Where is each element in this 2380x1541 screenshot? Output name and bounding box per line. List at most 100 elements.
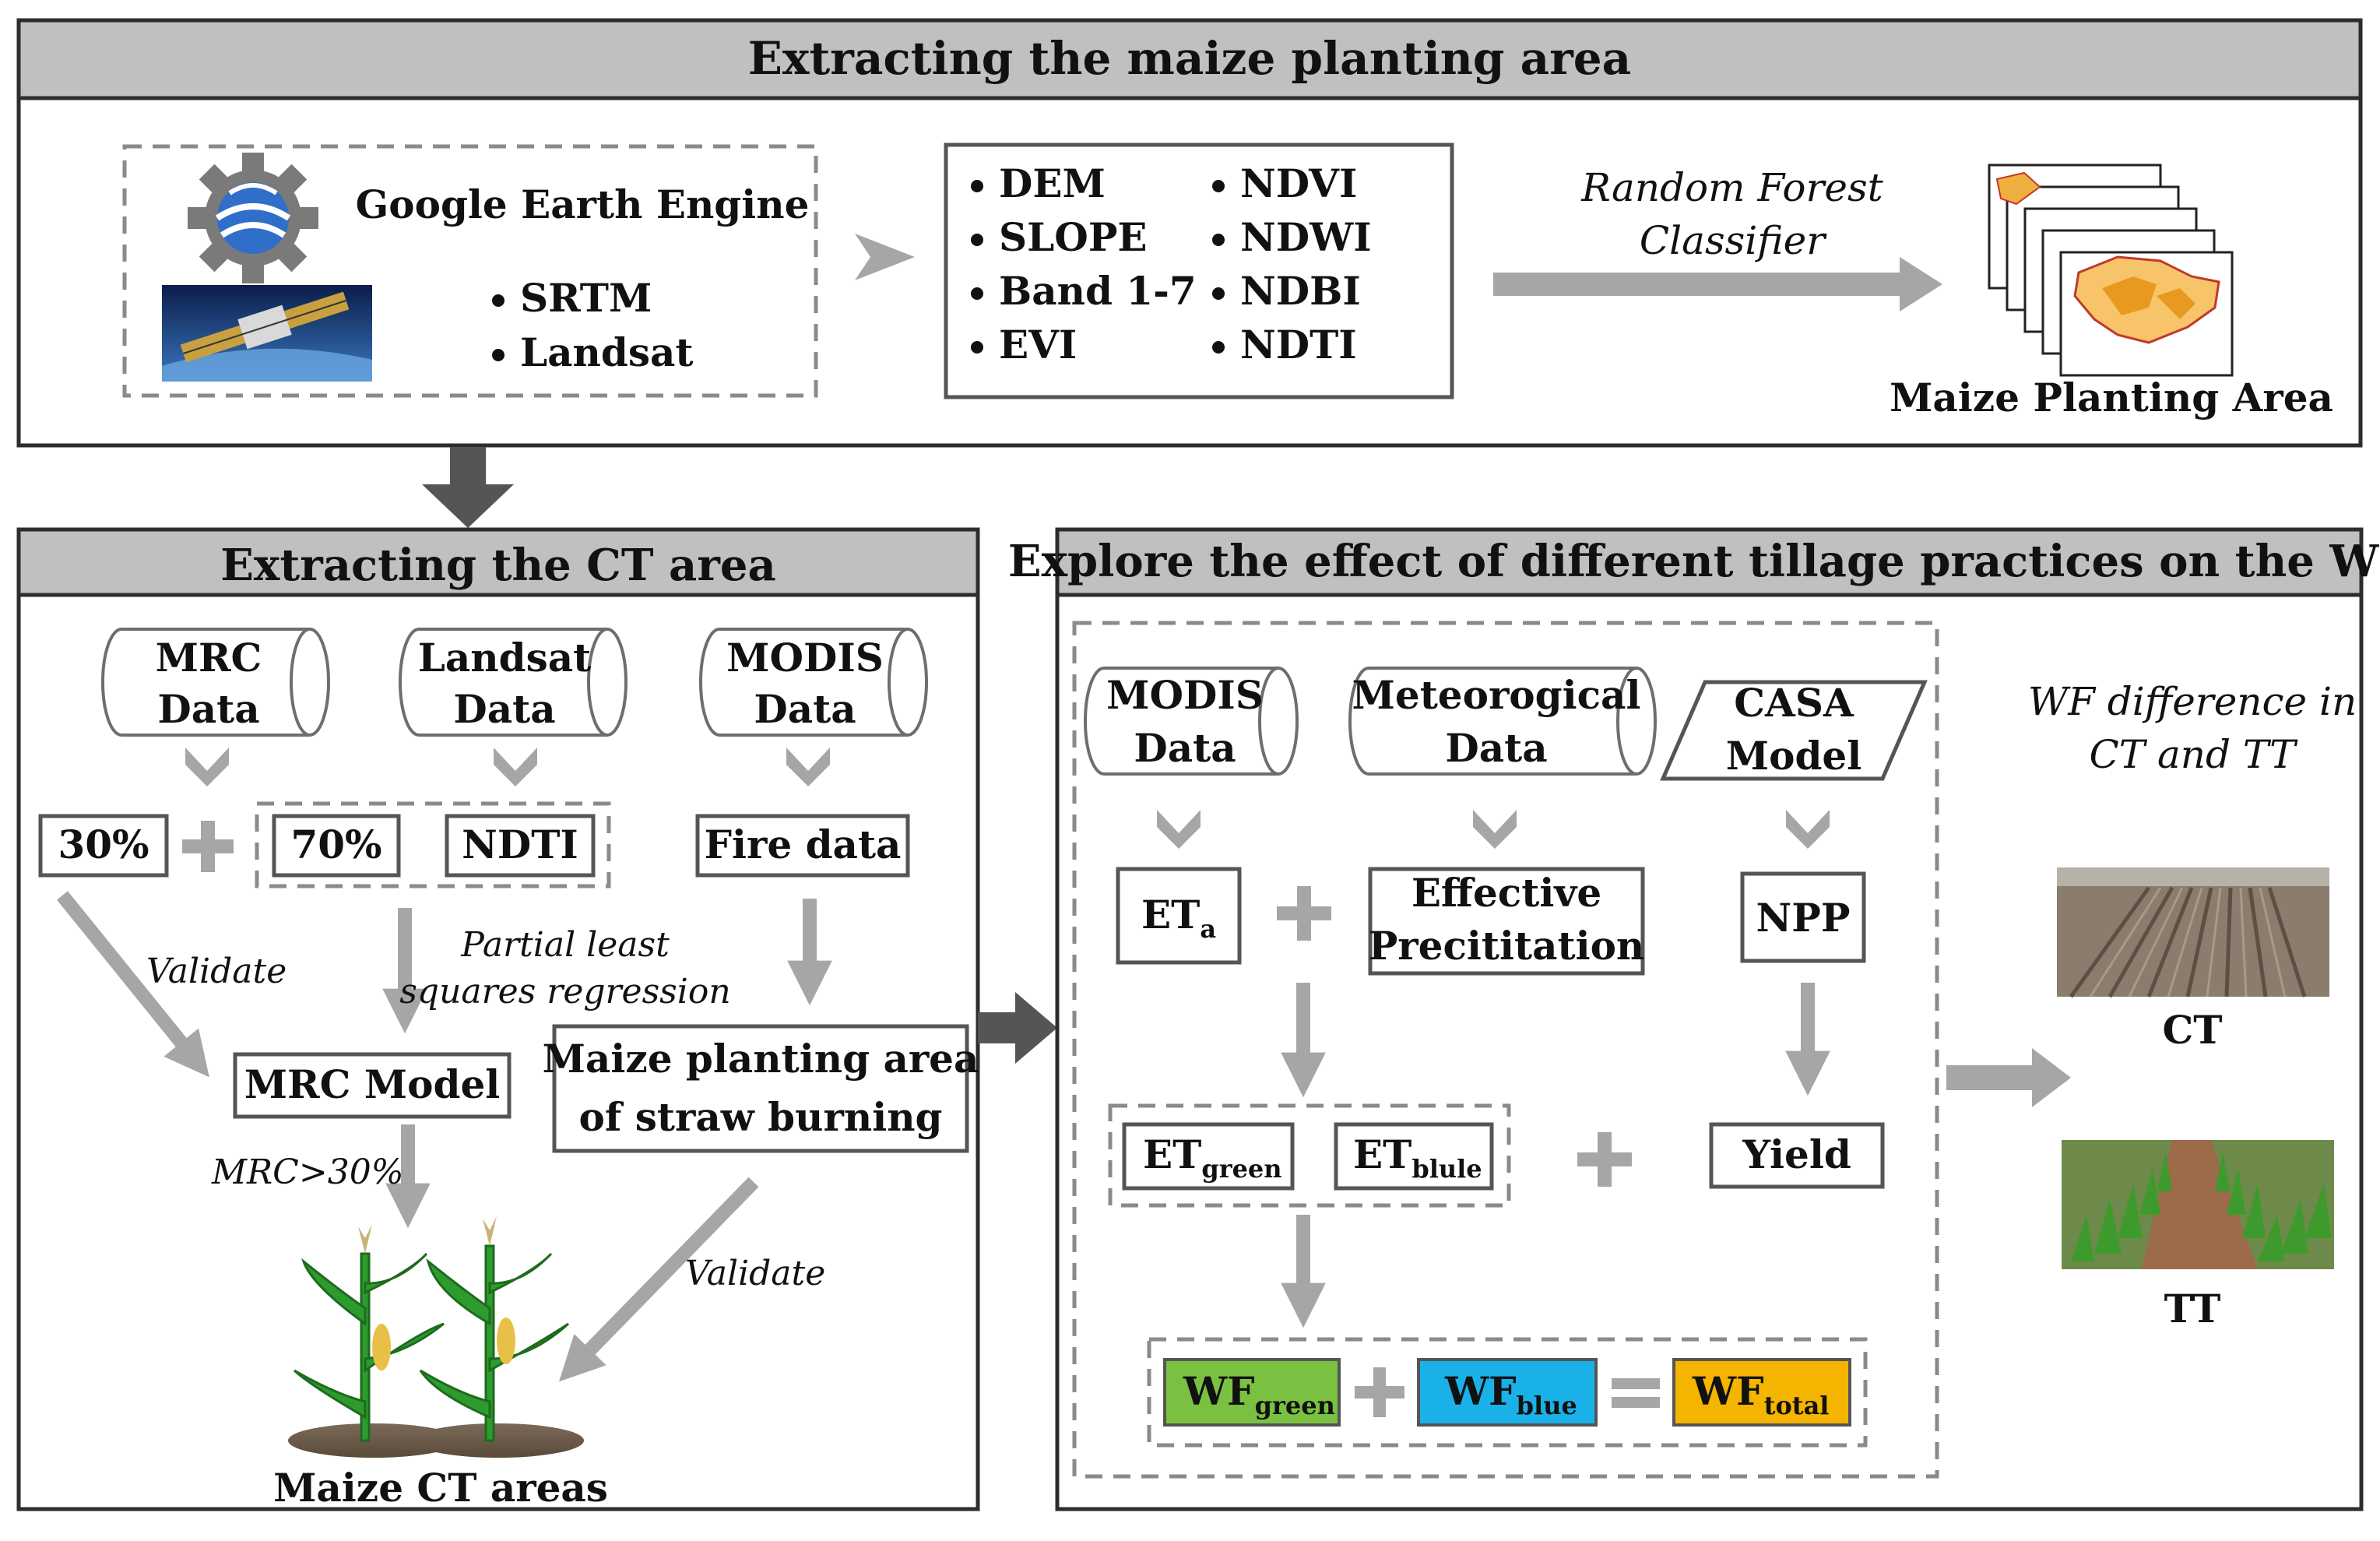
maize-plant-icon <box>288 1216 584 1458</box>
wf-green-box: WFgreen <box>1163 1358 1341 1427</box>
feature-dem: DEM <box>999 160 1106 206</box>
modis-data-label-1: MODIS <box>726 635 884 681</box>
panel-title-wf-effect: Explore the effect of different tillage … <box>1008 536 2380 587</box>
landsat-group <box>255 801 611 888</box>
feature-ndwi: NDWI <box>1240 214 1372 260</box>
plus-icon <box>1355 1367 1404 1417</box>
tt-field-photo <box>2062 1140 2334 1269</box>
mrc-30-percent: 30% <box>38 814 169 878</box>
panel-title-maize-area: Extracting the maize planting area <box>748 32 1632 85</box>
tt-photo-label: TT <box>2164 1286 2221 1332</box>
straw-burning-line1: Maize planting area <box>543 1036 979 1082</box>
pct70-label: 70% <box>290 822 381 867</box>
npp-label: NPP <box>1756 895 1851 941</box>
validate-right-label: Validate <box>685 1254 825 1293</box>
classifier-label-line2: Classifier <box>1640 218 1827 263</box>
et-green-label: ETgreen <box>1143 1131 1282 1184</box>
feature-list-box: DEM SLOPE Band 1-7 EVI NDVI NDWI NDBI ND… <box>944 142 1454 399</box>
straw-burning-line2: of straw burning <box>578 1094 942 1140</box>
mrc-data-label-1: MRC <box>156 635 262 681</box>
fire-data-box: Fire data <box>695 814 910 878</box>
meteorological-data-source: Meteorogical Data <box>1348 667 1657 776</box>
ndti-box: NDTI <box>445 814 596 878</box>
gee-gear-icon <box>188 153 318 283</box>
feature-evi: EVI <box>999 322 1077 368</box>
plus-icon <box>1277 886 1331 941</box>
landsat-data-source: Landsat Data <box>399 628 628 737</box>
feature-ndti: NDTI <box>1240 322 1357 368</box>
feature-bands: Band 1-7 <box>999 268 1197 314</box>
meteo-label-2: Data <box>1445 725 1547 771</box>
ndti-label: NDTI <box>462 822 578 867</box>
plus-icon <box>182 821 234 872</box>
modis-data-label-2: Data <box>754 686 856 732</box>
wf-difference-line2: CT and TT <box>2089 732 2298 777</box>
classifier-arrow <box>1493 257 1942 311</box>
gee-item-landsat: Landsat <box>520 329 694 375</box>
wf-computation-group <box>1072 621 1939 1479</box>
chevron-down-icon <box>786 748 830 786</box>
gee-label: Google Earth Engine <box>356 181 810 227</box>
mrc-model-label: MRC Model <box>244 1061 501 1107</box>
plus-icon <box>1577 1132 1632 1187</box>
mrc-model-box: MRC Model <box>233 1052 512 1119</box>
et-components-group <box>1108 1103 1511 1208</box>
yield-box: Yield <box>1709 1122 1885 1189</box>
yield-label: Yield <box>1742 1131 1851 1177</box>
ct-photo-label: CT <box>2162 1007 2222 1053</box>
chevron-right-icon <box>855 234 915 280</box>
feature-col-2: NDVI NDWI NDBI NDTI <box>1212 160 1372 368</box>
bullet <box>492 349 504 361</box>
feature-ndbi: NDBI <box>1240 268 1361 314</box>
et-blue-label: ETblule <box>1353 1131 1482 1184</box>
chevron-down-icon <box>494 748 537 786</box>
maize-area-output-label: Maize Planting Area <box>1890 375 2333 420</box>
gee-source-group: Google Earth Engine SRTM Landsat <box>122 144 818 398</box>
landsat-data-label-2: Data <box>453 686 555 732</box>
gee-item-srtm: SRTM <box>520 275 652 321</box>
landsat-data-label-1: Landsat <box>418 635 592 681</box>
right-arrow-to-wf <box>978 992 1057 1064</box>
validate-arrow-right <box>558 1177 759 1382</box>
feature-ndvi: NDVI <box>1240 160 1357 206</box>
meteo-label-1: Meteorogical <box>1352 672 1641 718</box>
bullet <box>492 294 504 307</box>
feature-col-1: DEM SLOPE Band 1-7 EVI <box>971 160 1197 368</box>
maize-map-stack-icon <box>1988 164 2234 377</box>
feature-slope: SLOPE <box>999 214 1148 260</box>
ct-field-photo <box>2057 867 2329 998</box>
right-arrow-to-comparison <box>1946 1048 2071 1107</box>
et-blue-box: ETblule <box>1334 1122 1494 1191</box>
eta-label: ETa <box>1141 892 1216 944</box>
wf-modis-label-2: Data <box>1134 725 1236 771</box>
chevron-down-icon <box>185 748 229 786</box>
chevron-down-icon <box>1157 810 1201 849</box>
maize-ct-areas-label: Maize CT areas <box>273 1465 608 1511</box>
wf-total-box: WFtotal <box>1672 1358 1851 1427</box>
satellite-icon <box>162 285 372 382</box>
pls-label-line1: Partial least <box>460 925 670 965</box>
wf-difference-line1: WF difference in <box>2028 679 2357 724</box>
mrc-data-label-2: Data <box>157 686 259 732</box>
straw-burning-box: Maize planting area of straw burning <box>543 1024 979 1153</box>
pct30-label: 30% <box>58 822 149 867</box>
modis-data-source-ct: MODIS Data <box>699 628 928 737</box>
wf-blue-label: WFblue <box>1444 1368 1577 1420</box>
eff-prec-line2: Precititation <box>1369 923 1645 969</box>
validate-arrow-left <box>57 891 209 1078</box>
eff-prec-line1: Effective <box>1411 870 1601 916</box>
panel-title-ct-area: Extracting the CT area <box>220 540 775 591</box>
wf-modis-label-1: MODIS <box>1106 672 1264 718</box>
effective-precipitation-box: Effective Precititation <box>1368 867 1645 976</box>
classifier-label-line1: Random Forest <box>1580 165 1883 210</box>
casa-label-1: CASA <box>1734 680 1854 726</box>
modis-data-source-wf: MODIS Data <box>1084 667 1299 776</box>
chevron-down-icon <box>1786 810 1830 849</box>
fire-data-label: Fire data <box>705 822 902 867</box>
chevron-down-icon <box>1473 810 1517 849</box>
down-arrow-to-ct <box>422 447 514 528</box>
et-green-box: ETgreen <box>1122 1122 1295 1191</box>
npp-box: NPP <box>1740 871 1866 963</box>
casa-label-2: Model <box>1726 733 1861 779</box>
